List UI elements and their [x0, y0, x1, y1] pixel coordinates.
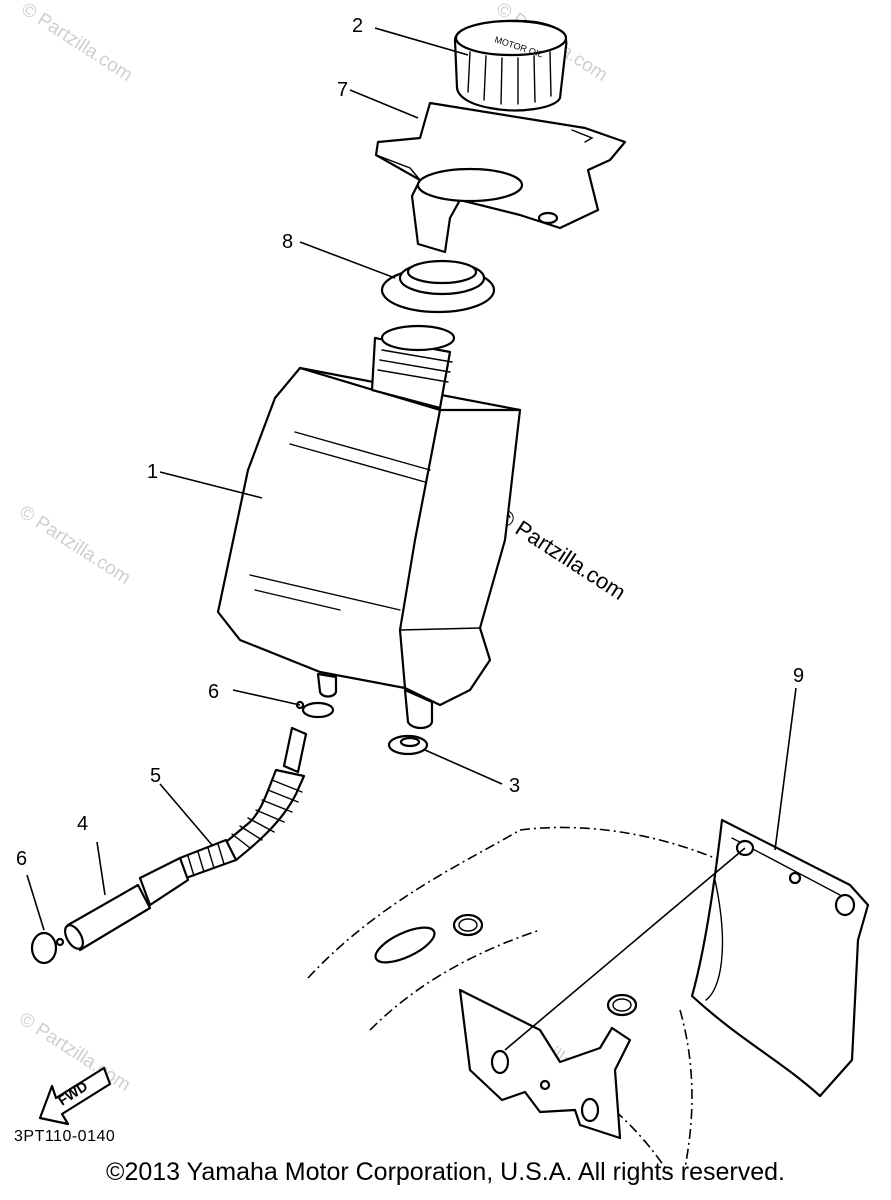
callout-3: 3: [509, 775, 520, 797]
callout-7: 7: [337, 79, 348, 101]
fwd-arrow: FWD: [38, 1066, 112, 1126]
part-6-clip-lower: [30, 931, 65, 965]
leader-lines: [26, 27, 797, 1051]
part-8-grommet: [380, 259, 496, 314]
callout-2: 2: [352, 15, 363, 37]
callout-5: 5: [150, 765, 161, 787]
callouts: 1 2 3 4 5 6 6 7 8 9: [16, 15, 804, 870]
part-9-plate: [690, 818, 870, 1098]
part-2-oil-cap: MOTOR OIL: [453, 19, 568, 112]
part-3-grommet: [387, 734, 429, 756]
callout-8: 8: [282, 231, 293, 253]
frame-outline: [307, 826, 761, 1176]
callout-9: 9: [793, 665, 804, 687]
callout-4: 4: [77, 813, 88, 835]
watermark-center: © Partzilla.com: [492, 503, 630, 605]
part-7-bracket-plate: [374, 101, 627, 254]
callout-1: 1: [147, 461, 158, 483]
watermark-mid-left: © Partzilla.com: [15, 502, 134, 589]
callout-6-lower: 6: [16, 848, 27, 870]
part-4-pipe: [64, 883, 152, 952]
copyright: ©2013 Yamaha Motor Corporation, U.S.A. A…: [106, 1158, 785, 1186]
frame-bracket: [458, 988, 632, 1140]
part-6-clip-upper: [295, 700, 335, 719]
callout-6-upper: 6: [208, 681, 219, 703]
part-code: 3PT110-0140: [14, 1128, 116, 1145]
watermark-top-left: © Partzilla.com: [17, 0, 136, 86]
part-1-oil-tank: [216, 324, 522, 730]
part-5-hose: [138, 726, 308, 907]
